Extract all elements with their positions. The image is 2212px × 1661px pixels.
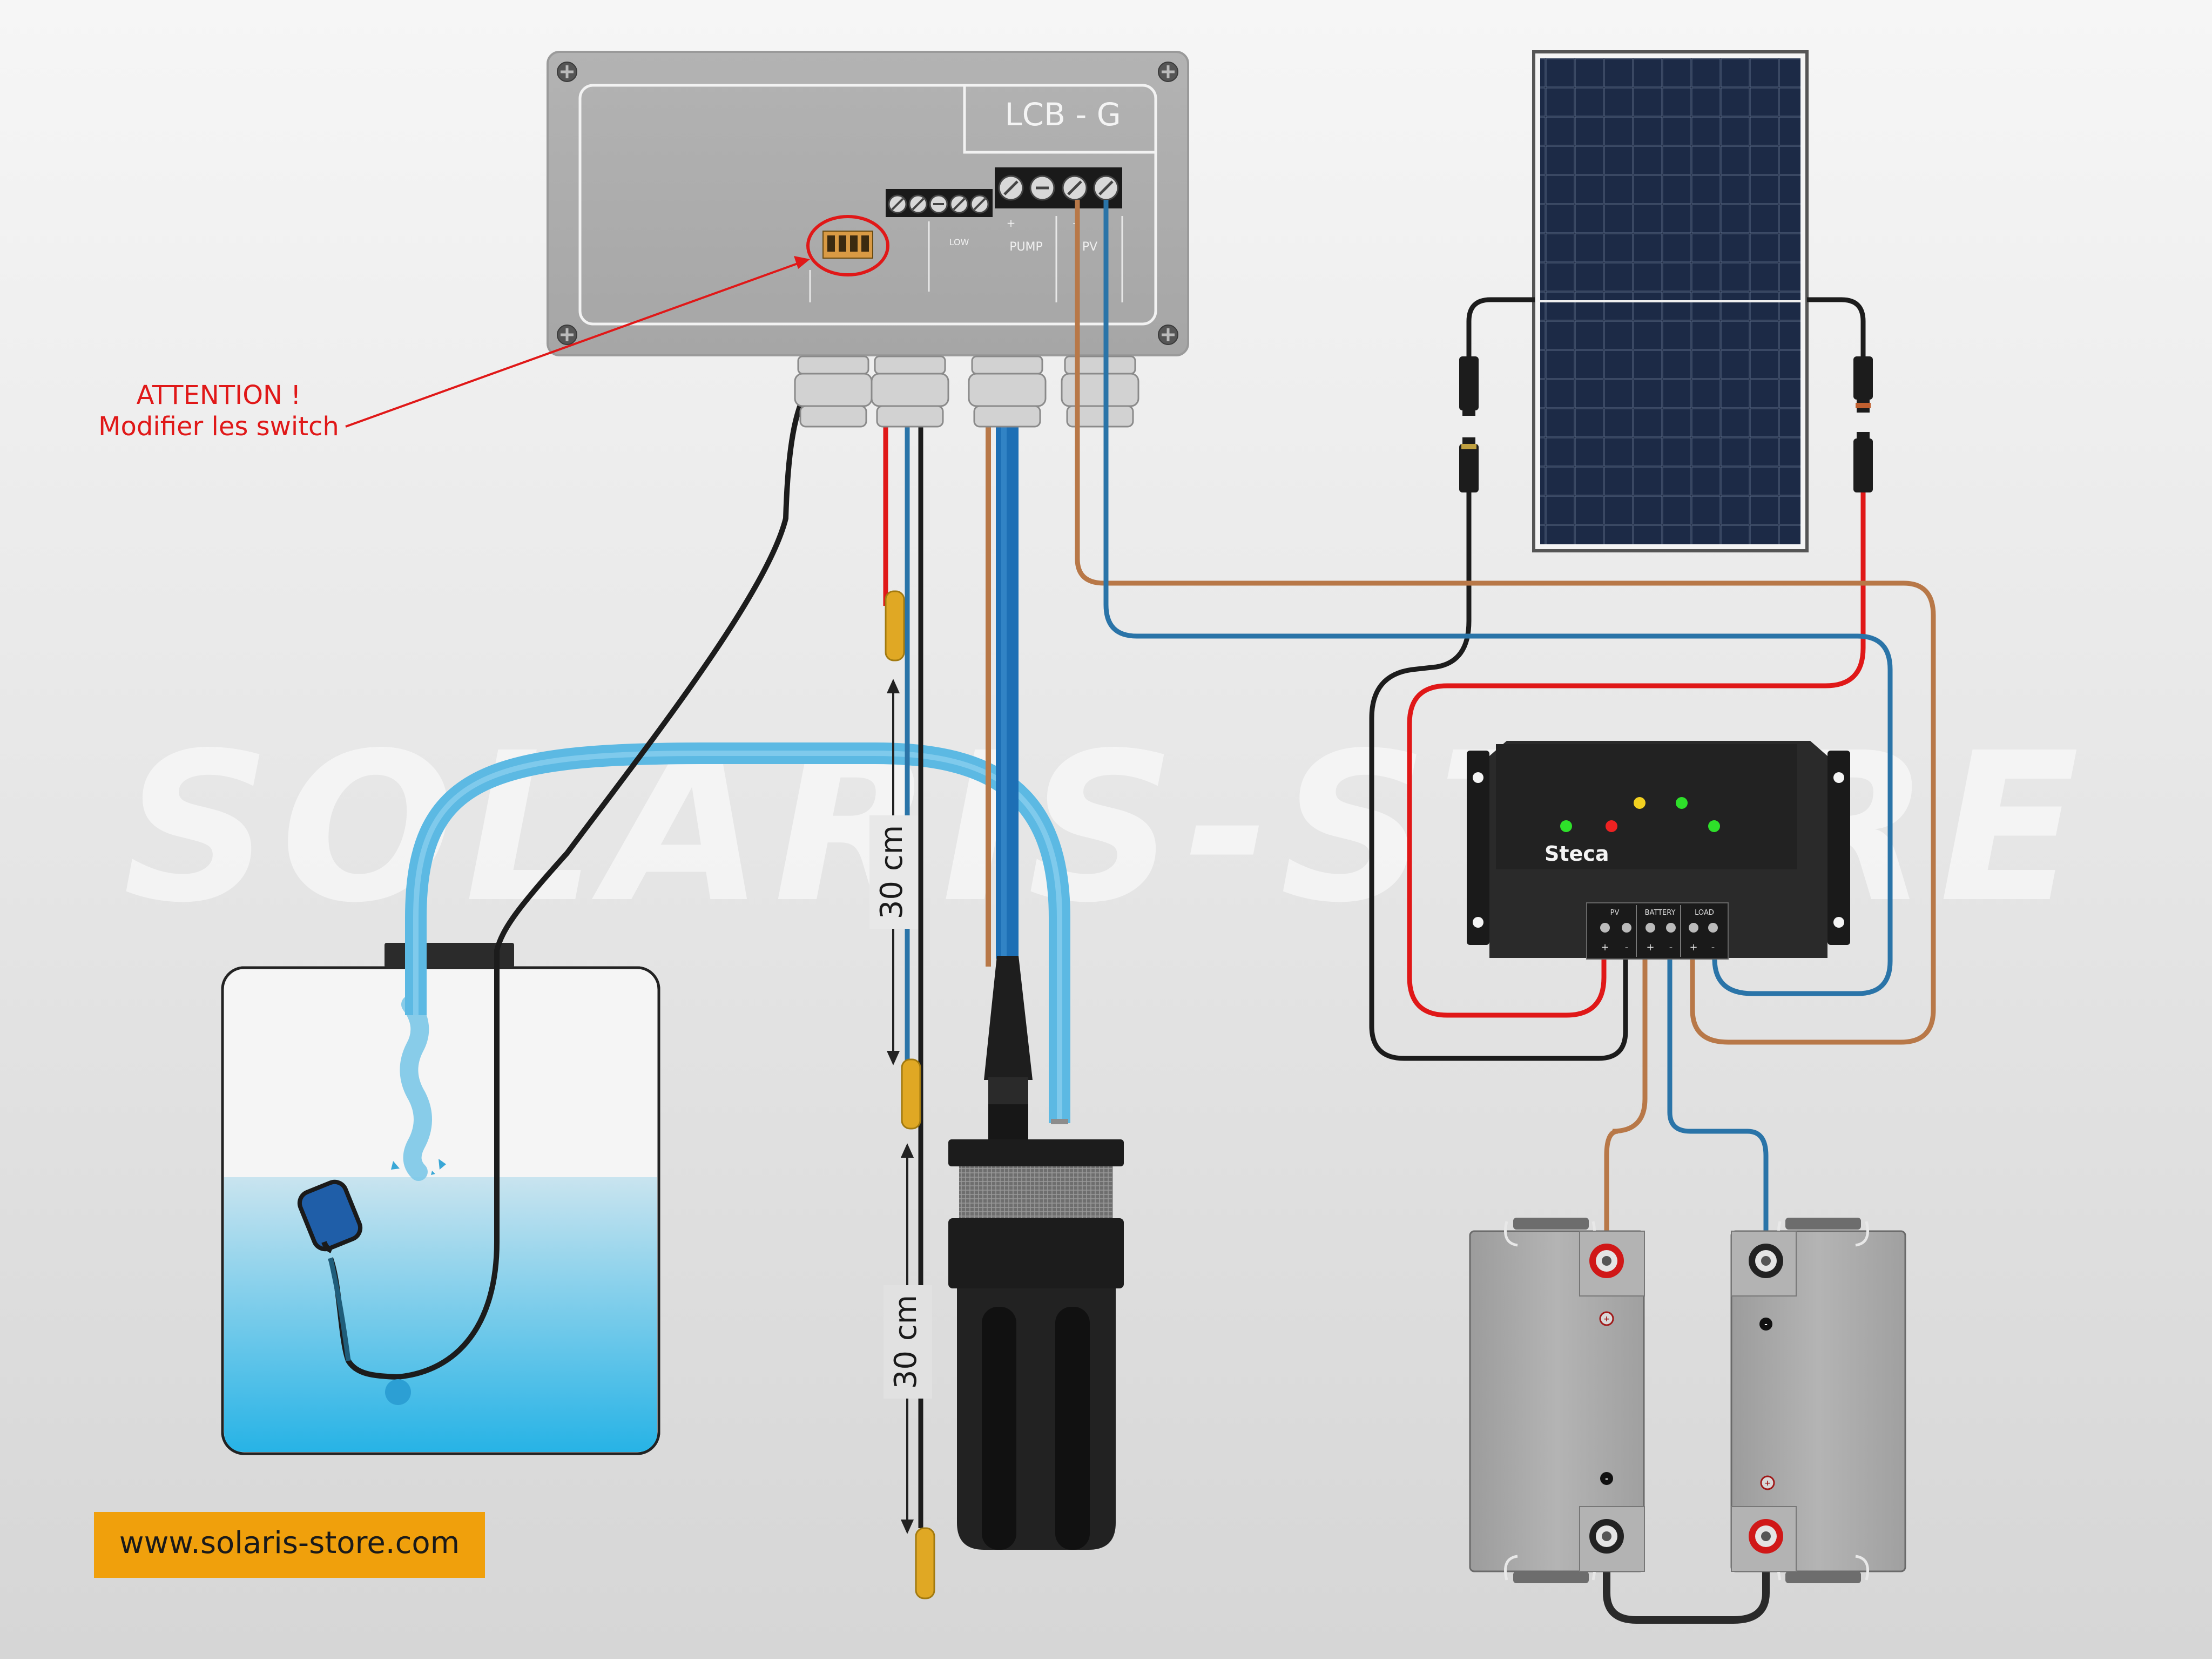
terminal-label-plus: +: [1007, 217, 1016, 229]
controller-model-label: LCB - G: [1004, 96, 1121, 133]
steca-battery-plus: +: [1646, 942, 1654, 953]
pv-cables: [1369, 297, 1866, 1061]
terminal-label-minus: -: [1073, 217, 1076, 229]
terminal-label-pump: PUMP: [1009, 240, 1043, 254]
warning-text: Modifier les switch: [98, 411, 339, 442]
water-tank: [221, 943, 660, 1455]
battery-left: [1469, 1218, 1645, 1583]
battery-right: [1730, 1218, 1906, 1583]
website-url: www.solaris-store.com: [119, 1525, 460, 1561]
steca-battery-minus: -: [1669, 942, 1673, 953]
float-switch: [297, 1179, 363, 1253]
mc4-connectors: [1459, 356, 1873, 492]
battery-cables: [1603, 959, 1770, 1624]
power-terminal-block: [995, 167, 1122, 208]
cable-glands: [794, 355, 1139, 428]
dip-switch: [806, 215, 889, 276]
steca-label-battery: BATTERY: [1645, 909, 1676, 917]
terminal-label-pv: PV: [1082, 240, 1097, 254]
water-stream: [400, 995, 432, 1181]
steca-label-load: LOAD: [1695, 909, 1714, 917]
battery-left-minus: -: [1605, 1475, 1608, 1483]
pump-cable-sheath: [996, 378, 1019, 961]
float-switch-cable: [328, 328, 835, 1380]
load-cables: [1075, 200, 1936, 1045]
float-weight: [385, 1379, 411, 1405]
level-sensors: [885, 590, 935, 1599]
terminal-label-low: LOW: [949, 237, 969, 247]
steca-pv-plus: +: [1601, 942, 1609, 953]
sensor-terminal-block: [886, 189, 993, 217]
steca-load-minus: -: [1711, 942, 1715, 953]
steca-pv-minus: -: [1625, 942, 1629, 953]
warning-arrow: [345, 256, 810, 428]
website-badge: [94, 1512, 485, 1578]
dimension-label-lower: 30 cm: [888, 1295, 923, 1389]
submersible-pump: [948, 956, 1124, 1550]
status-leds: [1560, 797, 1720, 832]
solar-panel: [1532, 50, 1809, 552]
battery-right-minus: -: [1764, 1320, 1768, 1329]
water-splash: [391, 1159, 446, 1175]
charge-controller-brand: Steca: [1545, 842, 1609, 866]
steca-load-plus: +: [1689, 942, 1697, 953]
pump-controller: [547, 51, 1189, 356]
charge-controller: [1467, 741, 1850, 960]
warning-highlight-circle: [806, 215, 889, 276]
battery-left-plus: +: [1603, 1315, 1610, 1324]
battery-right-plus: +: [1764, 1479, 1771, 1488]
steca-label-pv: PV: [1610, 909, 1620, 917]
dimension-label-upper: 30 cm: [874, 825, 909, 919]
warning-title: ATTENTION !: [137, 380, 301, 410]
